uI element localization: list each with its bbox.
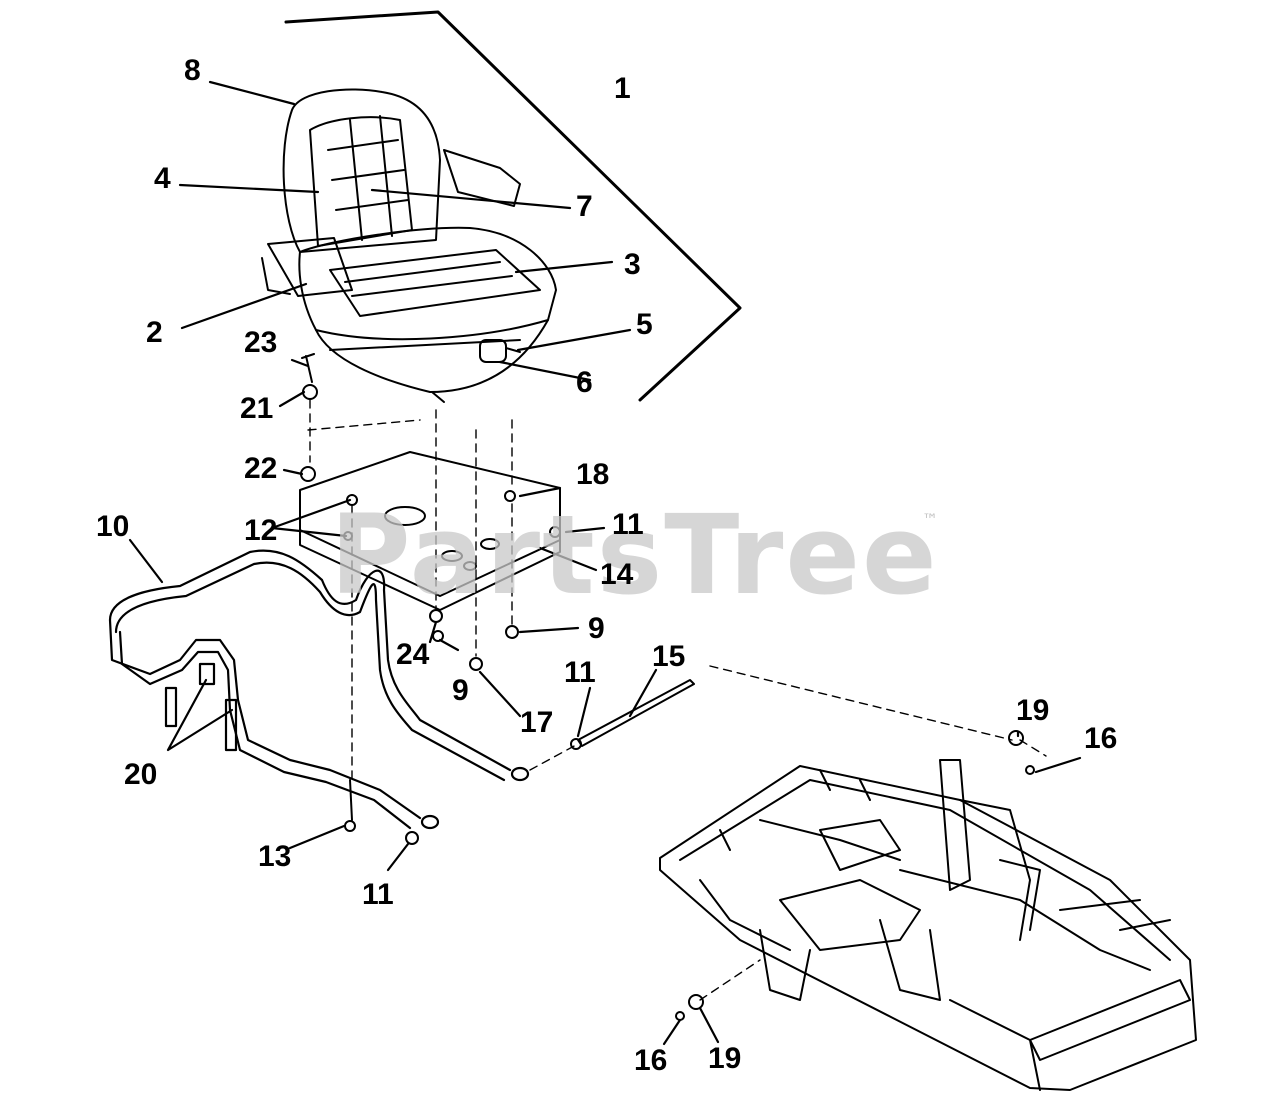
callout-1: 1 bbox=[614, 72, 631, 105]
callout-11-mid: 11 bbox=[564, 656, 596, 689]
callout-18: 18 bbox=[576, 458, 610, 491]
watermark: PartsTree bbox=[330, 491, 939, 619]
callout-24: 24 bbox=[396, 638, 430, 671]
callout-19-top: 19 bbox=[1016, 694, 1050, 727]
callout-16-top: 16 bbox=[1084, 722, 1118, 755]
callout-12: 12 bbox=[244, 514, 278, 547]
leader-lines bbox=[128, 80, 1082, 1046]
hardware bbox=[300, 353, 1035, 1021]
callout-23: 23 bbox=[244, 326, 278, 359]
chassis-frame bbox=[659, 759, 1197, 1091]
callout-13: 13 bbox=[258, 840, 292, 873]
callout-19-bottom: 19 bbox=[708, 1042, 742, 1075]
callout-9-center: 9 bbox=[452, 674, 469, 707]
callout-8: 8 bbox=[184, 54, 201, 87]
rod-frame bbox=[108, 549, 530, 830]
callout-15: 15 bbox=[652, 640, 686, 673]
alignment-lines bbox=[307, 399, 1047, 1001]
callout-16-bottom: 16 bbox=[634, 1044, 668, 1077]
callout-11-top: 11 bbox=[612, 508, 644, 541]
callout-17: 17 bbox=[520, 706, 554, 739]
callout-21: 21 bbox=[240, 392, 274, 425]
callout-22: 22 bbox=[244, 452, 278, 485]
callout-5: 5 bbox=[636, 308, 653, 341]
callout-11-bottom: 11 bbox=[362, 878, 394, 911]
callout-3: 3 bbox=[624, 248, 641, 281]
callout-4: 4 bbox=[154, 162, 171, 195]
seat-assembly bbox=[261, 88, 557, 403]
rod-15 bbox=[577, 679, 695, 747]
callout-20: 20 bbox=[124, 758, 158, 791]
callout-10: 10 bbox=[96, 510, 130, 543]
callout-6: 6 bbox=[576, 366, 593, 399]
watermark-trademark: ™ bbox=[922, 510, 938, 529]
callout-2: 2 bbox=[146, 316, 163, 349]
callout-7: 7 bbox=[576, 190, 593, 223]
callout-9-right: 9 bbox=[588, 612, 605, 645]
assembly-bracket bbox=[284, 10, 742, 402]
callout-14: 14 bbox=[600, 558, 634, 591]
